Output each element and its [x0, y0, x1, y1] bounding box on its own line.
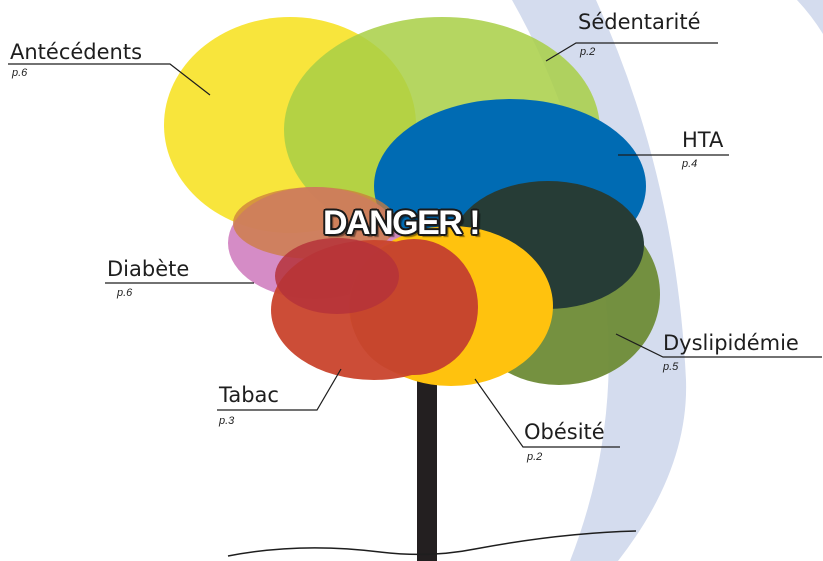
leader-lines	[8, 42, 822, 448]
page-sedentarite: p.2	[580, 46, 596, 58]
page-diabete: p.6	[117, 287, 133, 299]
page-antecedents: p.6	[12, 67, 28, 79]
ground-line	[227, 530, 637, 557]
leader-obesite	[474, 378, 620, 448]
background-swoosh-right	[797, 0, 823, 34]
danger-title: DANGER !	[323, 204, 481, 242]
page-tabac: p.3	[219, 415, 235, 427]
label-obesite: Obésité	[524, 420, 605, 444]
label-tabac: Tabac	[219, 383, 279, 407]
background-swoosh-left	[512, 0, 687, 561]
label-diabete: Diabète	[107, 257, 190, 281]
tree-trunk	[417, 345, 437, 561]
circle-tabac-diabete-overlap	[275, 238, 399, 314]
label-antecedents: Antécédents	[10, 40, 143, 64]
leader-tabac	[217, 368, 342, 411]
label-hta: HTA	[682, 128, 724, 152]
canopy	[164, 17, 660, 386]
page-dyslipidemie: p.5	[663, 361, 679, 373]
page-obesite: p.2	[527, 451, 543, 463]
leader-dyslipidemie	[615, 333, 822, 358]
leader-sedentarite	[545, 42, 718, 62]
label-dyslipidemie: Dyslipidémie	[663, 331, 799, 355]
leader-antecedents	[8, 63, 211, 96]
label-sedentarite: Sédentarité	[578, 10, 701, 34]
page-hta: p.4	[682, 158, 698, 170]
